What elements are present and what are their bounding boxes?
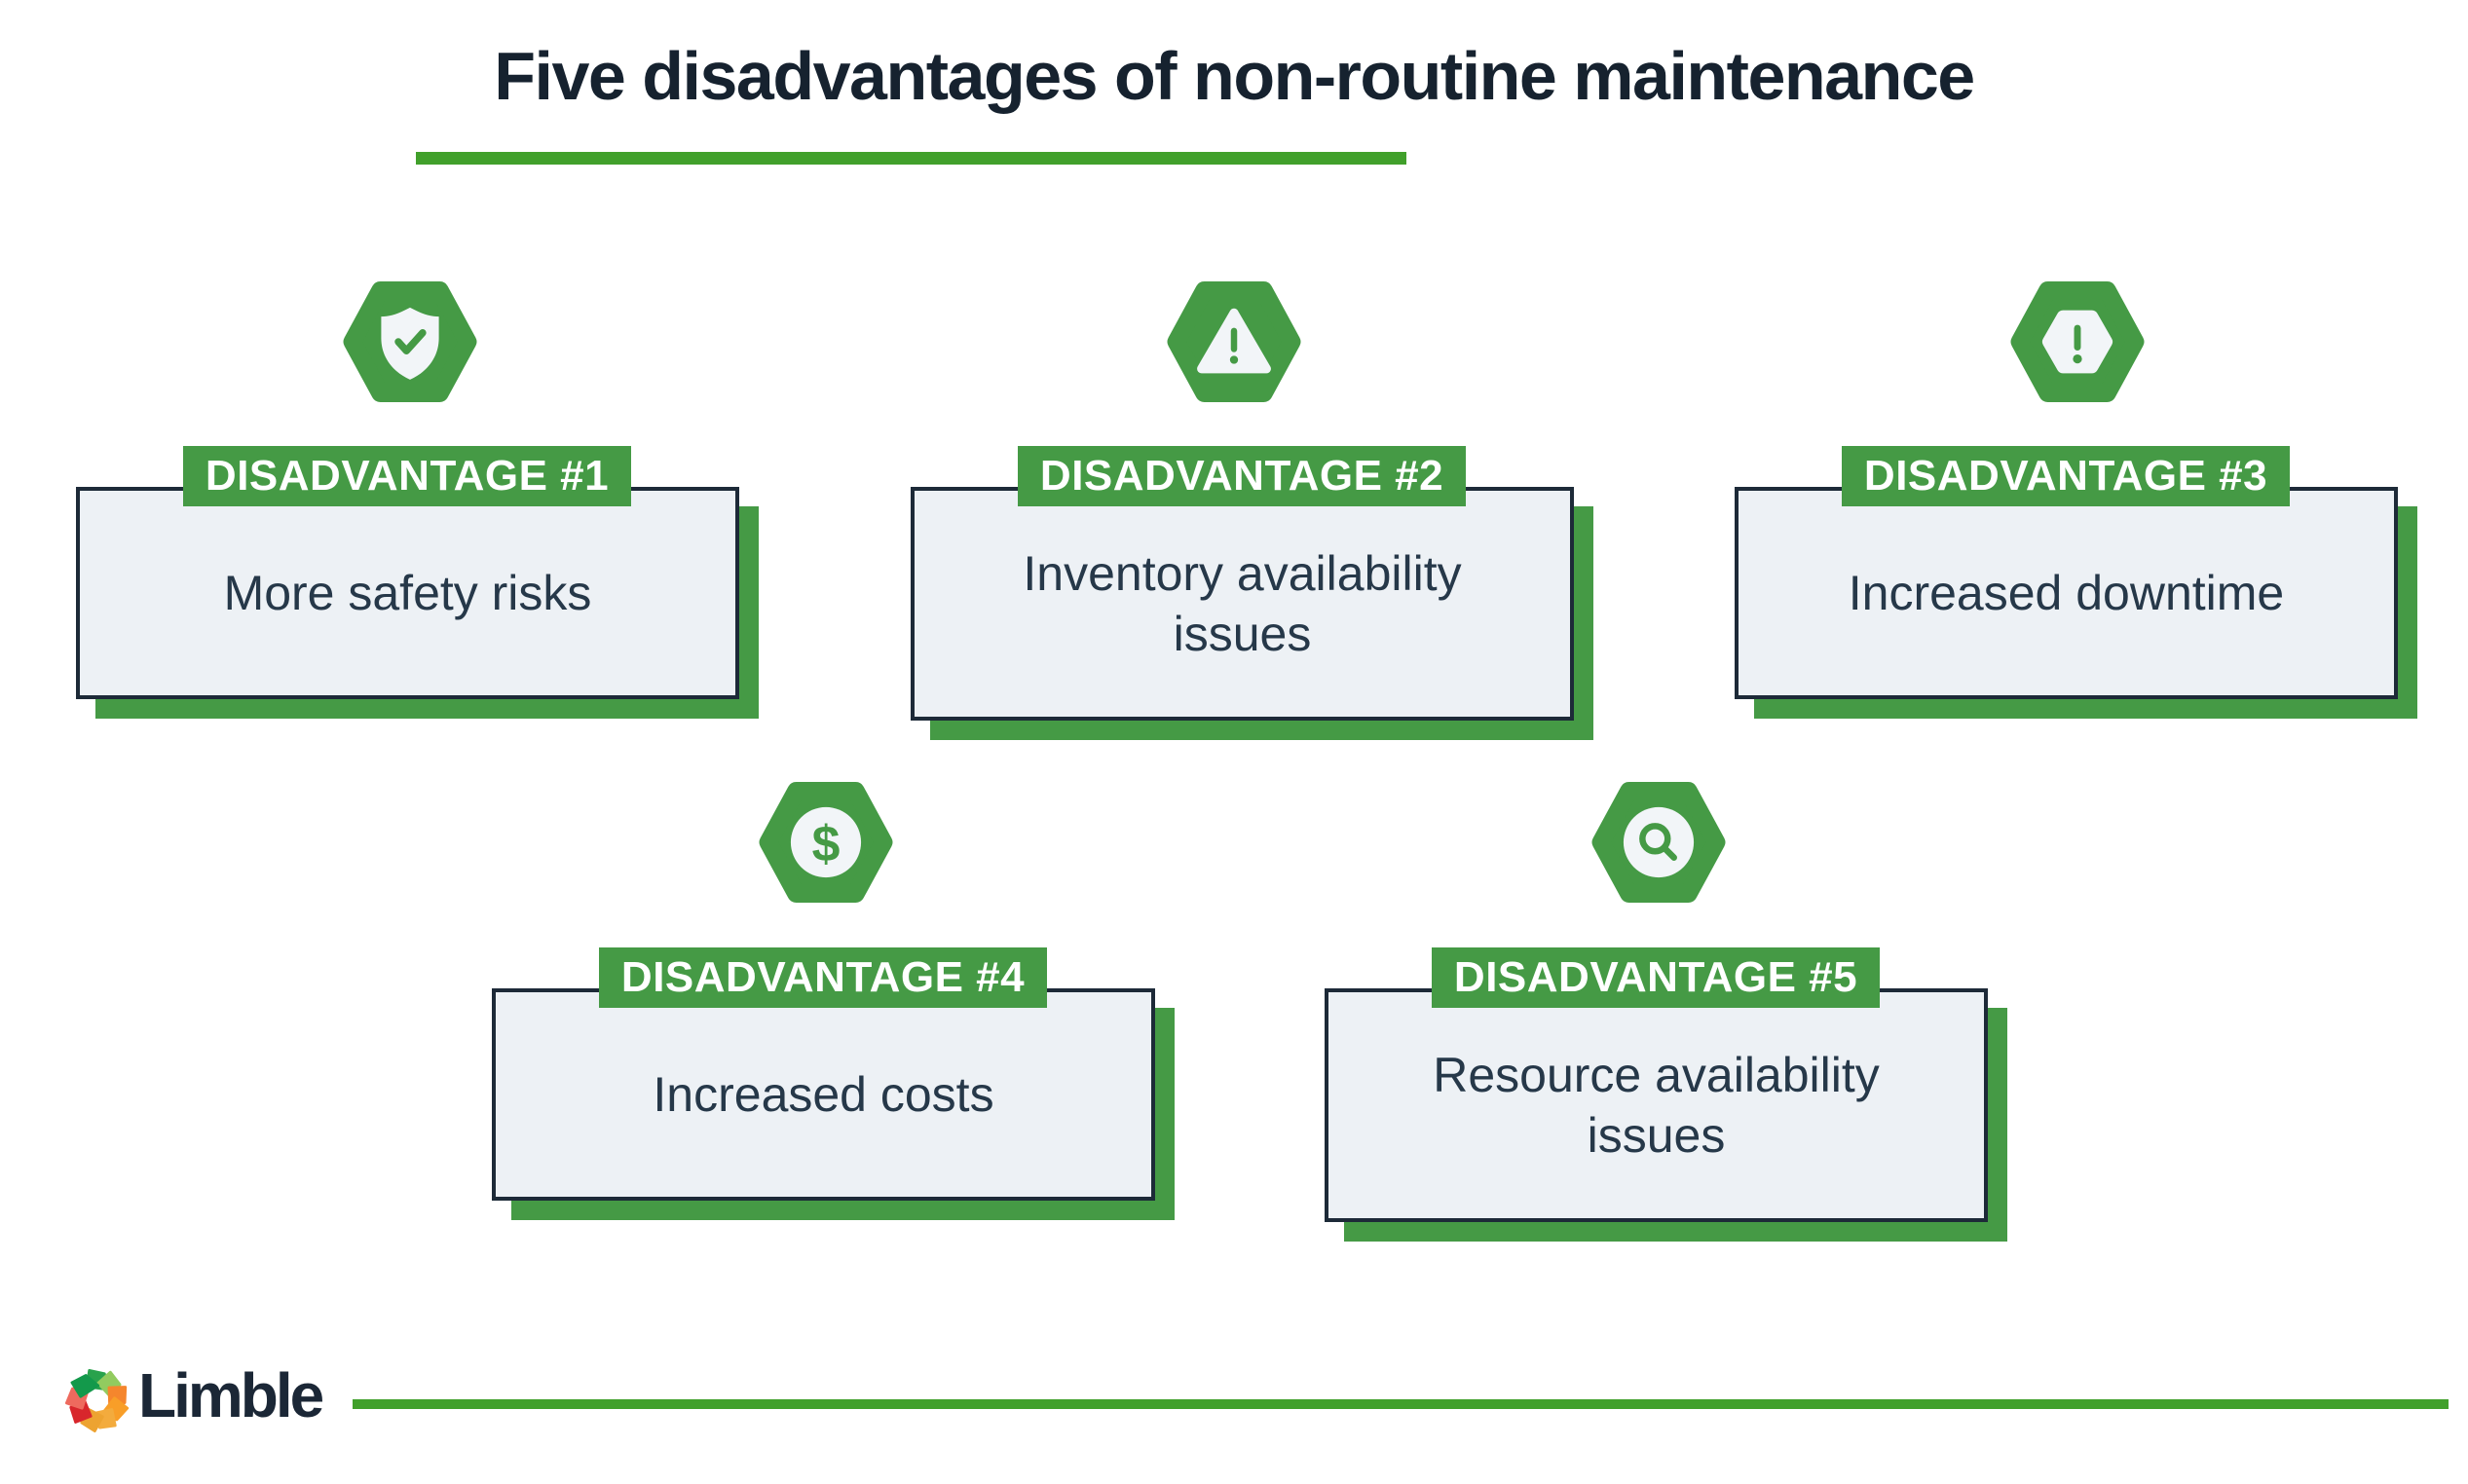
shield-check-icon — [343, 281, 477, 402]
pinwheel-teeth — [64, 1368, 130, 1433]
card-2-tag-label: DISADVANTAGE #2 — [1039, 452, 1444, 500]
warning-triangle-icon — [1167, 281, 1301, 402]
page-title: Five disadvantages of non-routine mainte… — [494, 38, 1975, 114]
card-1-text: More safety risks — [223, 565, 592, 620]
card-3: Increased downtime — [1735, 487, 2398, 699]
card-2-tag: DISADVANTAGE #2 — [1018, 446, 1466, 506]
card-1-tag: DISADVANTAGE #1 — [183, 446, 631, 506]
card-4-text: Increased costs — [653, 1066, 994, 1122]
card-1-tag-label: DISADVANTAGE #1 — [205, 452, 610, 500]
svg-text:$: $ — [812, 815, 841, 872]
card-1: More safety risks — [76, 487, 739, 699]
magnifier-icon — [1591, 782, 1726, 903]
card-3-tag-label: DISADVANTAGE #3 — [1863, 452, 2268, 500]
card-4-tag: DISADVANTAGE #4 — [599, 947, 1047, 1008]
alert-hexagon-icon — [2010, 281, 2145, 402]
card-5: Resource availability issues — [1325, 988, 1988, 1222]
footer-divider-line — [353, 1399, 2449, 1409]
card-5-text: Resource availability issues — [1433, 1047, 1880, 1164]
card-5-tag: DISADVANTAGE #5 — [1432, 947, 1880, 1008]
card-2: Inventory availability issues — [911, 487, 1574, 721]
card-3-text: Increased downtime — [1848, 565, 2285, 620]
card-3-tag: DISADVANTAGE #3 — [1842, 446, 2290, 506]
brand-wordmark: Limble — [138, 1360, 324, 1430]
title-underline — [416, 152, 1406, 165]
limble-gear-logo-icon — [64, 1368, 130, 1433]
dollar-icon: $ — [759, 782, 893, 903]
card-4-tag-label: DISADVANTAGE #4 — [620, 953, 1026, 1001]
card-5-tag-label: DISADVANTAGE #5 — [1453, 953, 1858, 1001]
card-2-text: Inventory availability issues — [1023, 545, 1462, 662]
card-4: Increased costs — [492, 988, 1155, 1201]
